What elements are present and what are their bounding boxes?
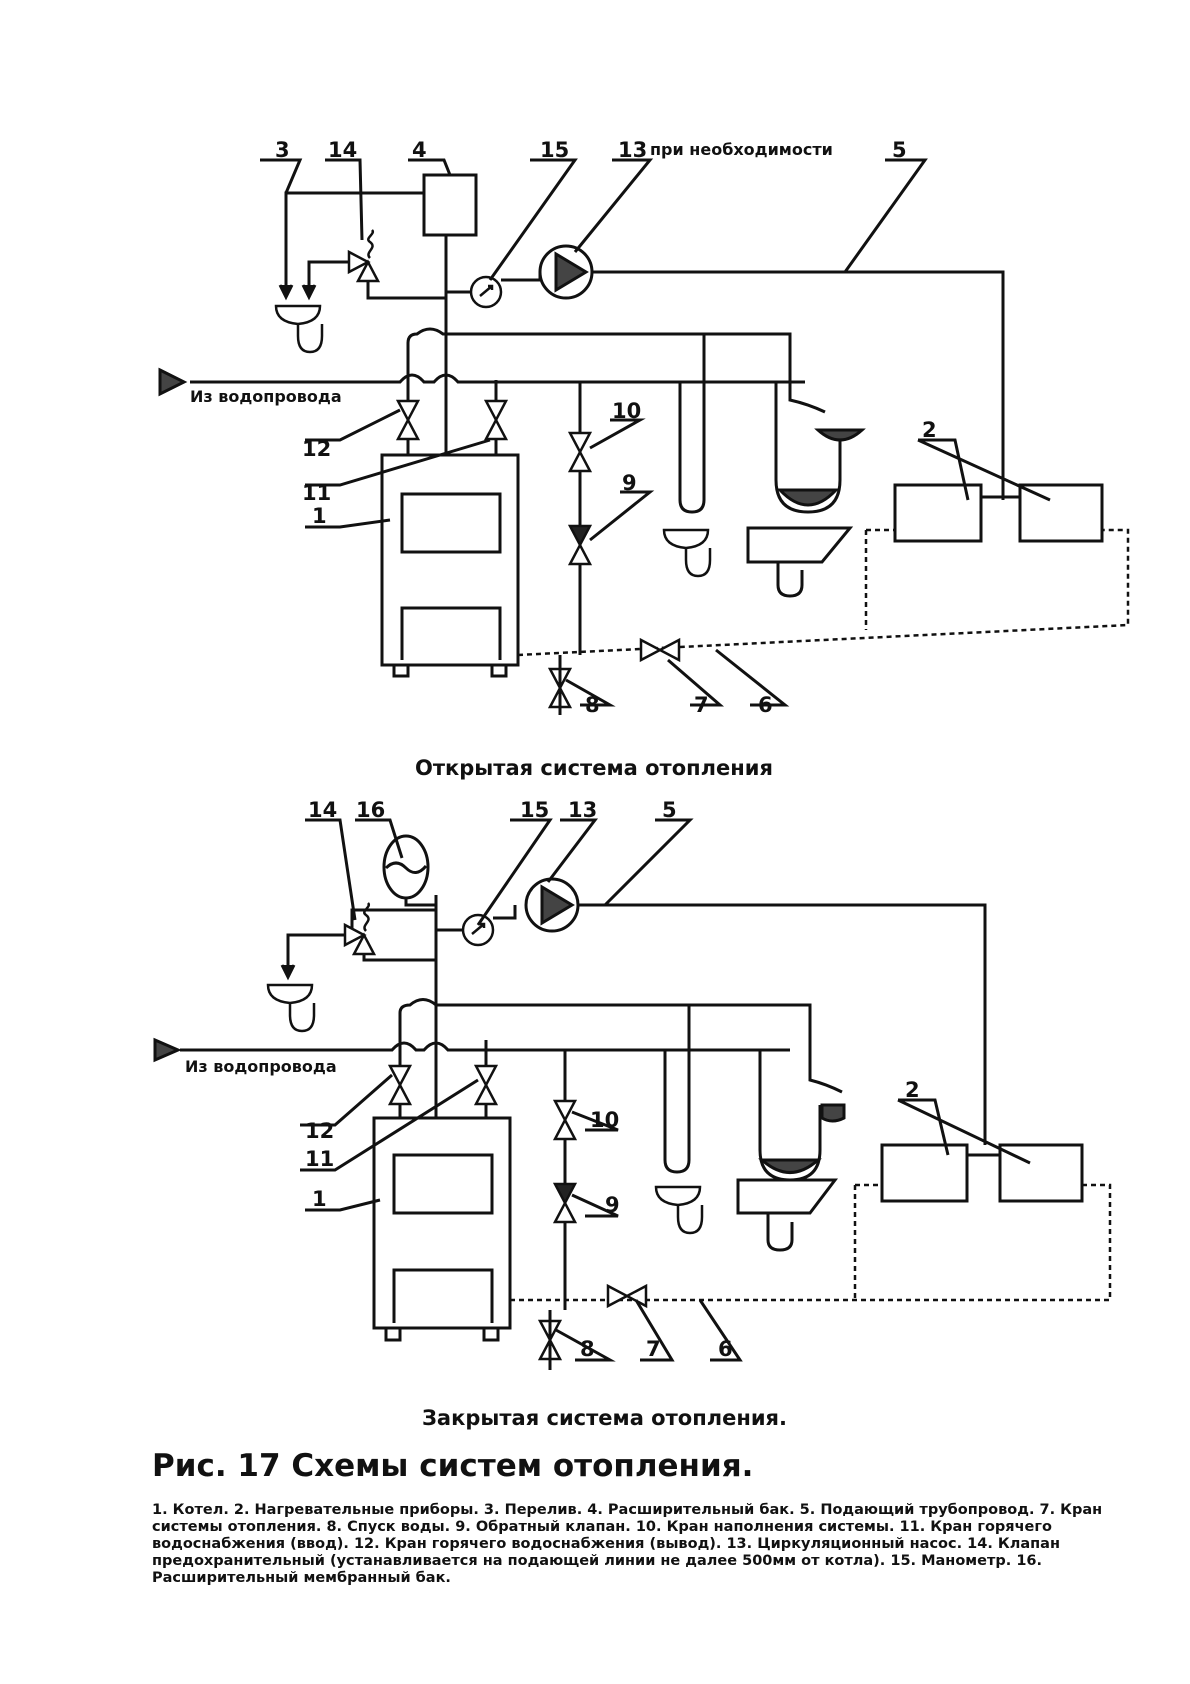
open-valve-12 xyxy=(396,399,420,441)
closed-label-8: 8 xyxy=(580,1337,595,1361)
closed-label-1: 1 xyxy=(312,1187,327,1211)
closed-radiator-a xyxy=(880,1143,969,1203)
closed-system-diagram xyxy=(153,818,1112,1370)
closed-label-14: 14 xyxy=(308,798,337,822)
closed-label-9: 9 xyxy=(605,1193,620,1217)
closed-return-line xyxy=(510,1183,1112,1302)
open-tub xyxy=(746,526,854,564)
open-system-diagram xyxy=(158,158,1130,715)
closed-labels: 14 16 15 13 5 Из водопровода 12 11 1 10 … xyxy=(185,798,920,1430)
closed-cold-inlet-pipe xyxy=(180,1041,790,1052)
closed-caption: Закрытая система отопления. xyxy=(422,1406,787,1430)
open-shower-loop xyxy=(678,382,706,514)
open-label-9: 9 xyxy=(622,471,637,495)
open-check-valve-9 xyxy=(568,524,592,566)
open-label-10: 10 xyxy=(612,399,641,423)
open-label-11: 11 xyxy=(302,481,331,505)
open-boiler xyxy=(380,453,520,678)
open-valve-10 xyxy=(568,431,592,473)
open-label-4: 4 xyxy=(412,138,427,162)
open-inlet-arrow xyxy=(158,367,188,397)
open-label-15: 15 xyxy=(540,138,569,162)
open-labels: 3 14 4 15 13 при необходимости 5 Из водо… xyxy=(190,138,937,780)
closed-manometer xyxy=(461,913,495,947)
open-label-13-note: при необходимости xyxy=(650,140,833,159)
open-manometer xyxy=(469,275,503,309)
closed-label-6: 6 xyxy=(718,1337,733,1361)
open-caption: Открытая система отопления xyxy=(415,756,773,780)
figure-legend: 1. Котел. 2. Нагревательные приборы. 3. … xyxy=(152,1502,1103,1586)
closed-valve-10 xyxy=(553,1099,577,1141)
closed-membrane-tank xyxy=(382,834,436,907)
open-bath-loop xyxy=(774,382,842,514)
closed-label-5: 5 xyxy=(662,798,677,822)
closed-sink xyxy=(654,1185,704,1235)
closed-label-16: 16 xyxy=(356,798,385,822)
open-cold-inlet-pipe xyxy=(190,373,805,384)
closed-label-15: 15 xyxy=(520,798,549,822)
open-supply-line xyxy=(592,270,1005,500)
closed-supply-line xyxy=(578,903,987,1145)
figure-title: Рис. 17 Схемы систем отопления. xyxy=(152,1448,754,1484)
open-funnel xyxy=(274,304,324,354)
closed-upper-header xyxy=(398,998,843,1094)
closed-shower-loop xyxy=(663,1050,691,1174)
open-return-line xyxy=(517,528,1130,657)
closed-label-2: 2 xyxy=(905,1078,920,1102)
closed-boiler xyxy=(372,1116,512,1342)
open-valve-7 xyxy=(639,638,681,662)
open-bath xyxy=(776,488,840,507)
open-label-6: 6 xyxy=(758,693,773,717)
closed-inlet-label: Из водопровода xyxy=(185,1057,337,1076)
open-label-8: 8 xyxy=(585,693,600,717)
open-label-1: 1 xyxy=(312,504,327,528)
closed-label-11: 11 xyxy=(305,1147,334,1171)
open-sink xyxy=(662,528,712,578)
open-inlet-label: Из водопровода xyxy=(190,387,342,406)
closed-label-13: 13 xyxy=(568,798,597,822)
open-label-14: 14 xyxy=(328,138,357,162)
closed-circulation-pump xyxy=(524,877,580,933)
open-circulation-pump xyxy=(538,244,594,300)
open-label-3: 3 xyxy=(275,138,290,162)
open-valve-11 xyxy=(484,399,508,441)
closed-label-10: 10 xyxy=(590,1108,619,1132)
open-expansion-tank xyxy=(422,173,478,237)
closed-inlet-arrow xyxy=(153,1037,182,1063)
open-overflow-pipe xyxy=(284,191,424,293)
open-radiator-b xyxy=(1018,483,1104,543)
closed-bath xyxy=(758,1158,822,1174)
open-label-5: 5 xyxy=(892,138,907,162)
closed-funnel xyxy=(266,983,316,1033)
closed-discharge-pipe xyxy=(286,933,345,975)
closed-valve-7 xyxy=(606,1284,648,1308)
closed-valve-11 xyxy=(474,1064,498,1106)
open-upper-header xyxy=(406,327,826,414)
closed-tub xyxy=(736,1178,839,1215)
closed-label-7: 7 xyxy=(646,1337,661,1361)
open-label-13: 13 xyxy=(618,138,647,162)
closed-label-12: 12 xyxy=(305,1119,334,1143)
open-relief-valve xyxy=(347,228,380,283)
closed-check-valve-9 xyxy=(553,1182,577,1224)
open-label-2: 2 xyxy=(922,418,937,442)
open-label-7: 7 xyxy=(694,693,709,717)
closed-valve-12 xyxy=(388,1064,412,1106)
open-label-12: 12 xyxy=(302,437,331,461)
